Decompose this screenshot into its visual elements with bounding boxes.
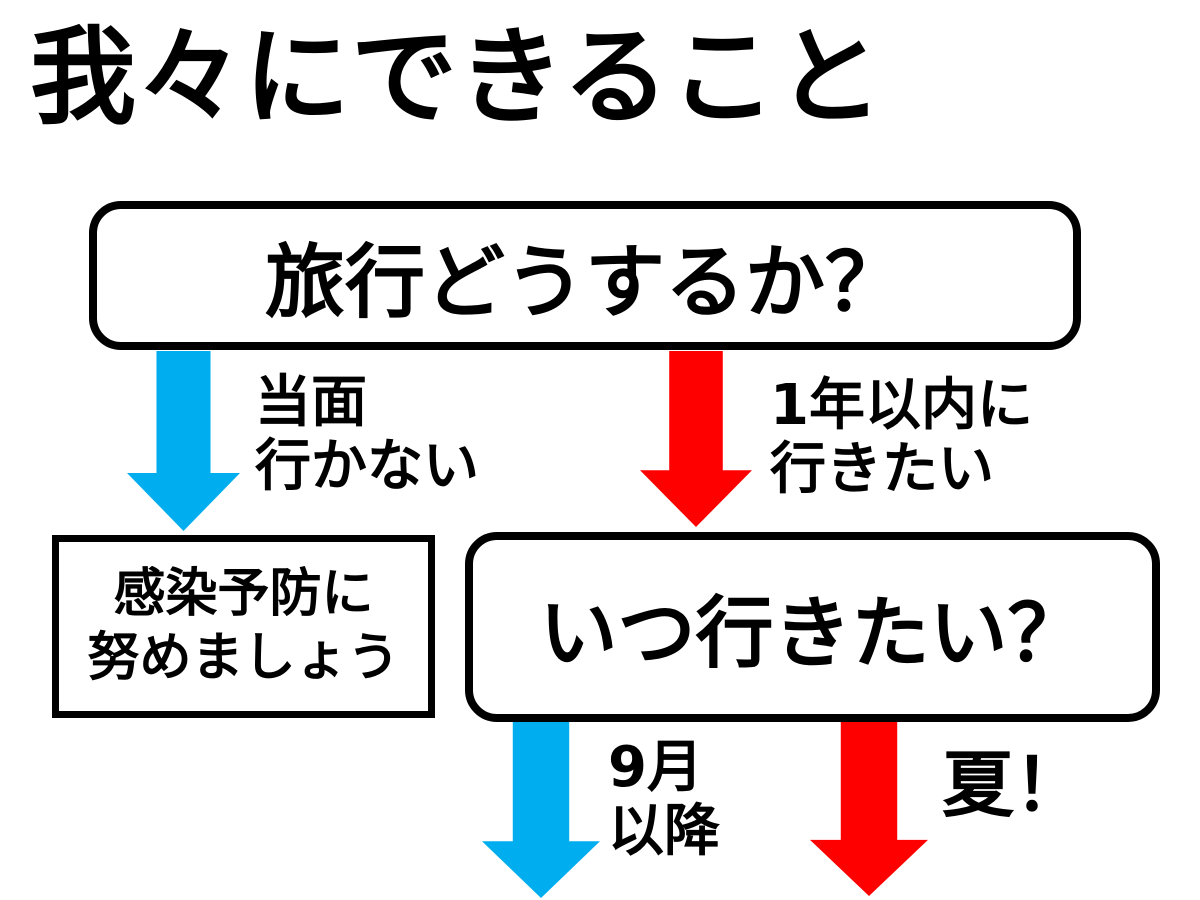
page-title: 我々にできること	[30, 16, 884, 139]
arrow-down-within-year-shape	[640, 351, 752, 527]
node-travel-question: 旅行どうするか？	[89, 201, 1081, 350]
arrow-down-september-later-icon	[482, 722, 600, 898]
branch-label-within-year-line1: 1年以内に	[770, 373, 1033, 438]
branch-label-not-going-line1: 当面	[255, 370, 367, 435]
arrow-down-not-going-shape	[127, 351, 240, 531]
arrow-down-summer-icon	[810, 722, 928, 896]
branch-label-september-later-line1: 9月	[608, 735, 703, 800]
arrow-down-within-year-icon	[640, 351, 752, 527]
branch-label-summer: 夏！	[942, 744, 1086, 826]
branch-label-within-year: 1年以内に 行きたい	[770, 374, 1033, 502]
branch-label-not-going: 当面 行かない	[255, 371, 479, 499]
arrow-down-summer-shape	[810, 722, 928, 896]
node-infection-prevention-line2: 努めましょう	[87, 627, 400, 688]
branch-label-summer-text: 夏！	[942, 743, 1087, 827]
arrow-down-september-later-shape	[482, 722, 600, 898]
arrow-down-not-going-icon	[127, 351, 240, 531]
node-infection-prevention: 感染予防に 努めましょう	[52, 535, 435, 718]
branch-label-september-later-line2: 以降	[608, 798, 720, 864]
node-travel-question-text: 旅行どうするか？	[265, 235, 905, 329]
branch-label-september-later: 9月 以降	[608, 736, 720, 864]
node-when-question: いつ行きたい？	[465, 532, 1160, 722]
node-when-question-text: いつ行きたい？	[539, 589, 1086, 679]
branch-label-within-year-line2: 行きたい	[770, 436, 994, 502]
branch-label-not-going-line2: 行かない	[255, 433, 479, 499]
node-infection-prevention-line1: 感染予防に	[113, 564, 374, 625]
